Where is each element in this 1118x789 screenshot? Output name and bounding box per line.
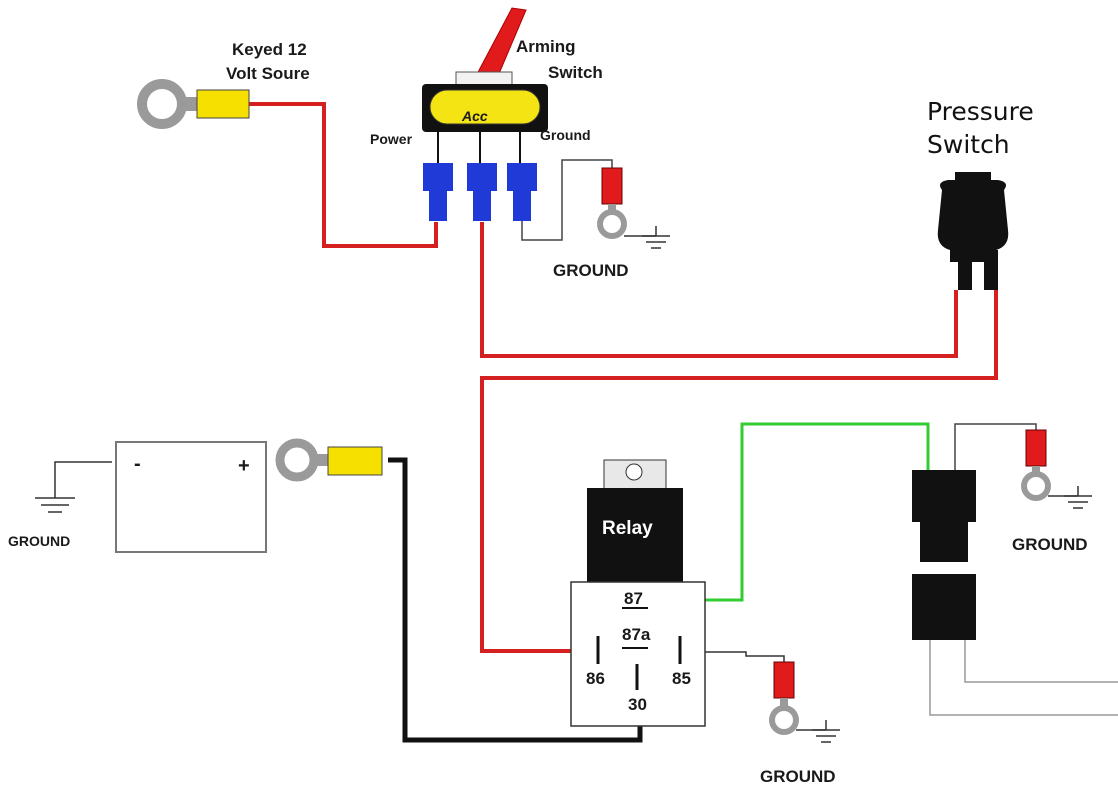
blue-terminal-ground (507, 163, 537, 221)
wire-output-2 (929, 640, 1118, 716)
power-terminal-label: Power (370, 131, 413, 147)
relay-pin-30: 30 (628, 695, 647, 714)
keyed-source-connector (137, 79, 250, 129)
switch-ground-ring (597, 167, 627, 239)
pressure-switch-label-2: Switch (927, 130, 1010, 159)
valve-ground-ring (1021, 429, 1051, 501)
relay-pin-85: 85 (672, 669, 691, 688)
battery-minus: - (134, 453, 141, 475)
wire-relay87-to-valve (652, 422, 930, 602)
keyed-source-label-1: Keyed 12 (232, 40, 307, 59)
battery-plus-connector (275, 438, 383, 482)
blue-terminal-center (467, 163, 497, 221)
wire-switch-to-pressure (480, 222, 958, 358)
wire-pressure-to-relay86 (480, 290, 998, 653)
wire-battery-to-relay30 (388, 457, 643, 743)
wire-switch-ground (521, 159, 613, 241)
ground-symbol-battery (35, 497, 75, 513)
relay (570, 459, 706, 727)
relay-pin-86: 86 (586, 669, 605, 688)
ground-symbol-valve (1048, 486, 1092, 509)
relay-ground-ring (769, 661, 799, 735)
wire-battery-ground (54, 461, 112, 498)
ground-symbol-relay (796, 720, 840, 743)
arming-switch-label-2: Switch (548, 63, 603, 82)
switch-brand-label: Acc (461, 108, 488, 124)
relay-label: Relay (602, 518, 653, 539)
keyed-source-label-2: Volt Soure (226, 64, 310, 83)
battery-plus: + (238, 455, 250, 477)
pressure-switch (937, 172, 1009, 290)
ground-label-switch: GROUND (553, 261, 629, 280)
ground-label-battery: GROUND (8, 533, 70, 549)
relay-pin-87: 87 (624, 589, 643, 608)
pressure-switch-label-1: Pressure (927, 97, 1034, 126)
wire-relay85-ground (693, 651, 785, 664)
ground-symbol-1 (624, 226, 670, 249)
ground-terminal-label: Ground (540, 127, 591, 143)
wire-output-1 (964, 640, 1118, 683)
blue-terminal-power (423, 163, 453, 221)
wire-valve-ground (954, 423, 1037, 472)
solenoid-valve (912, 470, 976, 640)
wire-keyed-to-power (248, 102, 438, 248)
arming-switch (422, 7, 548, 164)
ground-label-valve: GROUND (1012, 535, 1088, 554)
arming-switch-label-1: Arming (516, 37, 576, 56)
battery (115, 441, 267, 553)
ground-label-relay: GROUND (760, 767, 836, 786)
relay-pin-87a: 87a (622, 625, 651, 644)
